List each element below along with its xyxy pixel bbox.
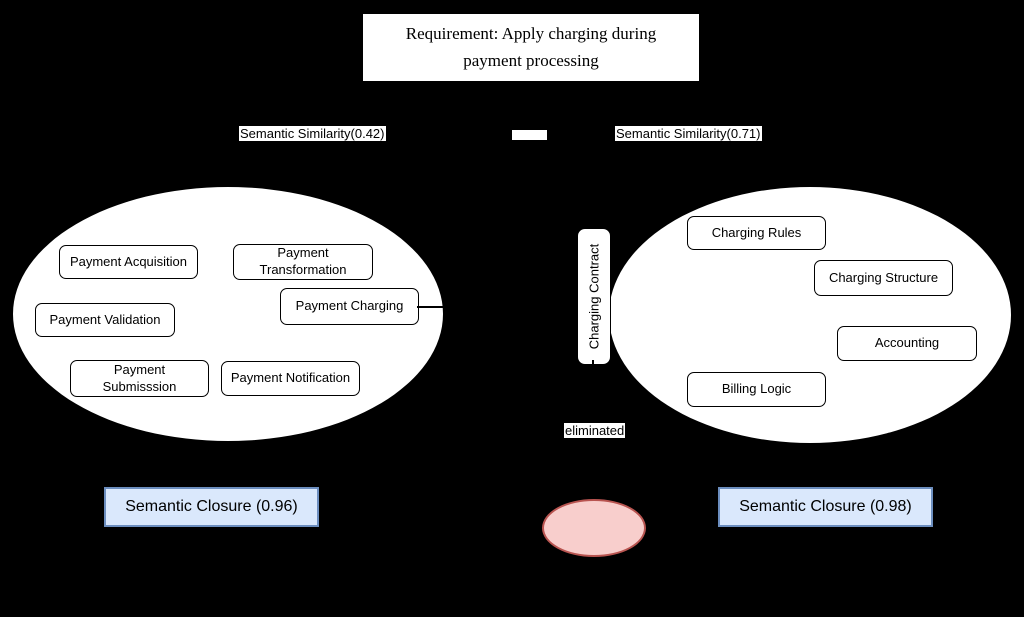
eliminated-label[interactable]: eliminated xyxy=(564,423,626,438)
left-semantic-closure-box[interactable]: Semantic Closure (0.96) xyxy=(104,487,319,527)
node-payment-notification[interactable]: Payment Notification xyxy=(221,361,360,396)
requirement-box[interactable]: Requirement: Apply charging during payme… xyxy=(362,13,700,82)
closure-label: Semantic Closure (0.96) xyxy=(125,498,298,515)
eliminated-ellipse[interactable] xyxy=(542,499,646,557)
node-charging-contract[interactable]: Charging Contract xyxy=(577,228,611,365)
left-similarity-label[interactable]: Semantic Similarity(0.42) xyxy=(239,126,386,141)
node-billing-logic[interactable]: Billing Logic xyxy=(687,372,826,407)
node-charging-structure[interactable]: Charging Structure xyxy=(814,260,953,296)
closure-label: Semantic Closure (0.98) xyxy=(739,498,912,515)
node-label: Charging Rules xyxy=(711,224,802,240)
middle-edge-label[interactable] xyxy=(512,130,547,140)
node-label: Payment Transformation xyxy=(259,245,347,277)
node-payment-acquisition[interactable]: Payment Acquisition xyxy=(59,245,198,279)
node-label: Payment Validation xyxy=(49,311,161,327)
right-semantic-closure-box[interactable]: Semantic Closure (0.98) xyxy=(718,487,933,527)
requirement-text: Requirement: Apply charging during payme… xyxy=(405,24,657,70)
node-label: Payment Charging xyxy=(295,298,404,314)
node-accounting[interactable]: Accounting xyxy=(837,326,977,361)
node-label: Charging Contract xyxy=(586,243,602,350)
node-label: Charging Structure xyxy=(828,269,939,285)
node-charging-rules[interactable]: Charging Rules xyxy=(687,216,826,250)
node-payment-charging[interactable]: Payment Charging xyxy=(280,288,419,325)
node-label: Payment Acquisition xyxy=(69,253,188,269)
node-payment-submisssion[interactable]: Payment Submisssion xyxy=(70,360,209,397)
node-label: Billing Logic xyxy=(721,381,792,397)
connector-payment-charging-to-contract xyxy=(417,306,577,308)
node-label: Payment Submisssion xyxy=(102,361,177,394)
node-payment-validation[interactable]: Payment Validation xyxy=(35,303,175,337)
node-payment-transformation[interactable]: Payment Transformation xyxy=(233,244,373,280)
node-label: Accounting xyxy=(874,335,940,351)
node-label: Payment Notification xyxy=(230,370,351,386)
right-similarity-label[interactable]: Semantic Similarity(0.71) xyxy=(615,126,762,141)
